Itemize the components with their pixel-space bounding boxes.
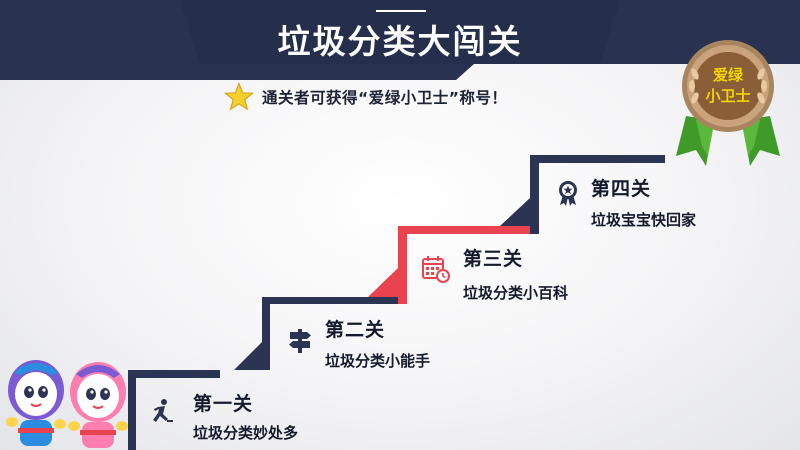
step-1-subtitle: 垃圾分类妙处多 (193, 424, 299, 442)
award-ribbon-icon (559, 181, 577, 206)
badge-line2: 小卫士 (705, 87, 750, 105)
badge-line1: 爱绿 (713, 66, 744, 84)
step-2-subtitle: 垃圾分类小能手 (325, 352, 431, 370)
header-banner (0, 0, 800, 80)
star-icon (224, 82, 254, 111)
step-1-title: 第一关 (193, 393, 254, 415)
step-2-title: 第二关 (325, 319, 386, 341)
title-decoration-line (376, 10, 426, 12)
step-3-title: 第三关 (463, 248, 524, 270)
step-4-subtitle: 垃圾宝宝快回家 (591, 211, 697, 229)
calendar-clock-icon (422, 256, 450, 283)
subtitle-row: 通关者可获得“爱绿小卫士”称号！ (224, 80, 507, 114)
step-4-title: 第四关 (591, 178, 652, 200)
page-title: 垃圾分类大闯关 (277, 22, 523, 61)
subtitle-text: 通关者可获得“爱绿小卫士”称号！ (262, 89, 508, 107)
running-person-icon (153, 399, 173, 422)
mascot-illustration (6, 360, 128, 448)
medal-icon: 爱绿 小卫士 (676, 40, 780, 166)
step-3-subtitle: 垃圾分类小百科 (463, 284, 569, 302)
signpost-icon (289, 329, 311, 353)
